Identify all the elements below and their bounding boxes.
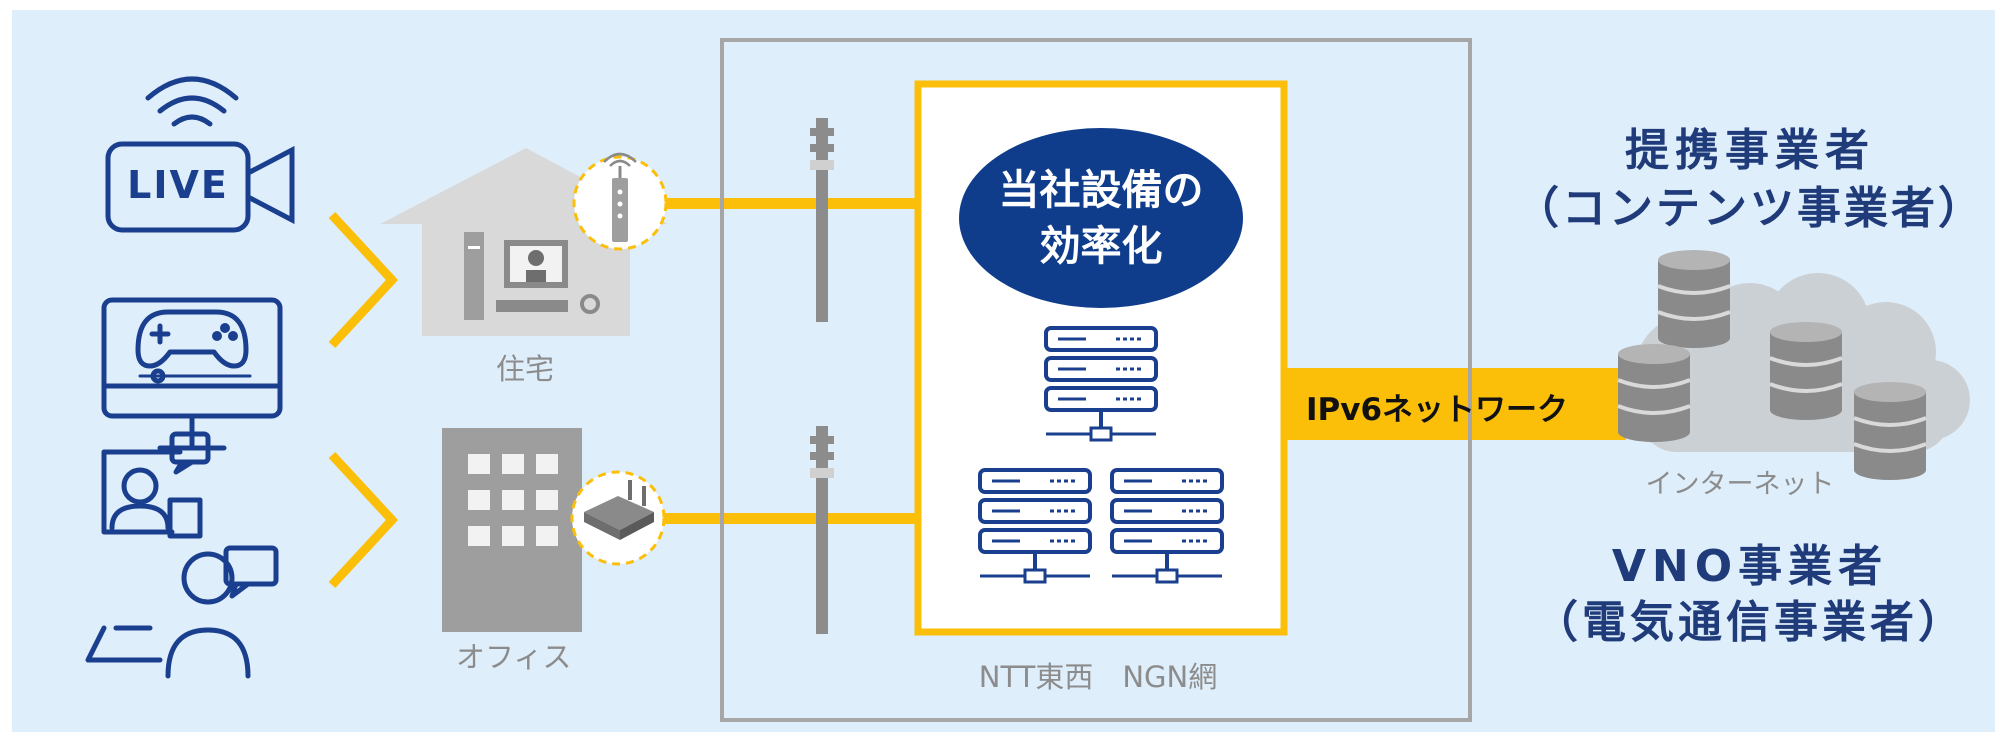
- office-label: オフィス: [456, 640, 572, 674]
- live-camera-icon: [105, 76, 295, 233]
- vno-partner-title: VNO事業者: [1611, 541, 1889, 592]
- utility-pole-lower: [810, 426, 834, 634]
- utility-pole-upper: [810, 118, 834, 322]
- internet-label: インターネット: [1645, 469, 1835, 500]
- game-monitor-icon: [101, 297, 283, 451]
- office-building-illustration: [442, 428, 582, 632]
- facility-bubble: [959, 128, 1243, 308]
- content-partner-subtitle: （コンテンツ事業者）: [1515, 183, 1985, 234]
- remote-meeting-icon: [85, 431, 279, 679]
- office-router-icon: [570, 470, 666, 566]
- ngn-label: NTT東西 NGN網: [978, 660, 1218, 694]
- facility-title-line1: 当社設備の: [998, 166, 1204, 214]
- chevron-lower: [328, 451, 399, 589]
- house-illustration: [380, 148, 668, 336]
- ngn-frame: [720, 38, 1472, 722]
- database-icon-1: [1656, 248, 1732, 350]
- database-icon-4: [1852, 380, 1928, 482]
- wifi-router-icon: [572, 152, 668, 251]
- lower-access-line: [660, 513, 926, 524]
- house-label: 住宅: [496, 352, 555, 386]
- facility-title-line2: 効率化: [1039, 222, 1163, 270]
- upper-access-line: [664, 198, 926, 209]
- vno-partner-subtitle: （電気通信事業者）: [1534, 597, 1966, 648]
- database-icon-3: [1616, 342, 1692, 444]
- ipv6-band: [1286, 368, 1626, 440]
- content-partner-title: 提携事業者: [1625, 125, 1875, 176]
- chevron-upper: [328, 211, 399, 349]
- database-icon-2: [1768, 320, 1844, 422]
- ipv6-label: IPv6ネットワーク: [1306, 392, 1569, 428]
- live-text: LIVE: [127, 163, 229, 207]
